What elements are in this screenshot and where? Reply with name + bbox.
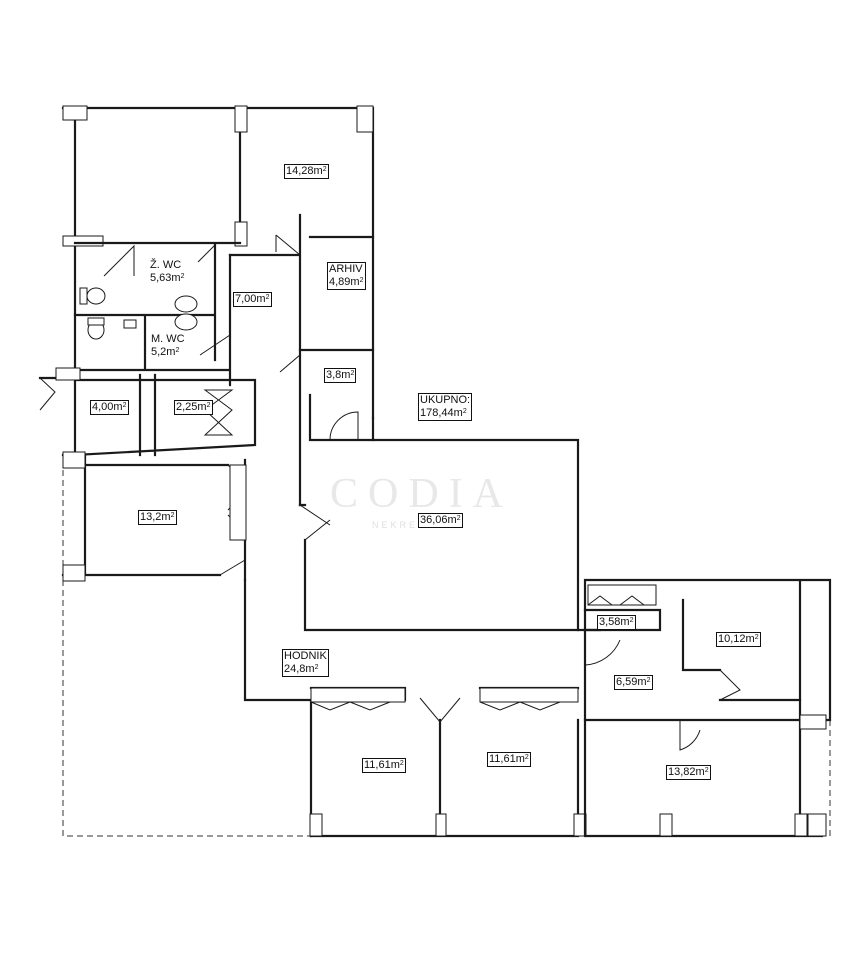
room-name: M. WC	[151, 333, 185, 345]
room-area: 3,58	[599, 616, 621, 628]
room-area: 36,06	[420, 514, 448, 526]
room-i-label: 10,12m2	[716, 632, 761, 647]
room-area: 6,59	[616, 676, 638, 688]
room-d-label: 4,00m2	[90, 400, 129, 415]
room-area: 10,12	[718, 633, 746, 645]
room-m-label: 13,82m2	[666, 765, 711, 780]
room-area: 14,28	[286, 165, 314, 177]
room-area: 4,89	[329, 276, 351, 288]
room-area: 13,2	[140, 511, 162, 523]
room-g-label: 36,06m2	[418, 513, 463, 528]
room-l-label: 11,61m2	[487, 752, 531, 767]
room-area: 4,00	[92, 401, 114, 413]
room-name: HODNIK	[284, 650, 327, 662]
room-a-label: 14,28m2	[284, 164, 329, 179]
room-c-label: 3,8m2	[324, 368, 357, 383]
room-f-label: 13,2m2	[138, 510, 177, 525]
boundary-dashed	[62, 470, 831, 837]
wall-middle-h	[73, 235, 375, 245]
room-area: 11,61	[364, 759, 391, 771]
room-area: 24,8	[284, 663, 306, 675]
room-k-label: 11,61m2	[362, 758, 406, 773]
room-j-label: 6,59m2	[614, 675, 653, 690]
room-b-label: 7,00m2	[233, 292, 272, 307]
room-name: ARHIV	[329, 263, 363, 275]
room-area: 11,61	[489, 753, 516, 765]
room-e-label: 2,25m2	[174, 400, 213, 415]
room-area: 5,63	[150, 272, 172, 284]
room-area: 3,8	[326, 369, 342, 381]
room-area: 5,2	[151, 346, 167, 358]
watermark: CODIA	[330, 471, 513, 517]
room-name: Ž. WC	[150, 259, 182, 271]
total-area-label: UKUPNO: 178,44m2	[418, 393, 473, 421]
room-area: 2,25	[176, 401, 198, 413]
watermark-subtitle: NEKRETNINE	[372, 520, 461, 530]
room-area: 7,00	[235, 293, 257, 305]
room-h-label: 3,58m2	[597, 615, 636, 630]
room-area: 13,82	[668, 766, 696, 778]
